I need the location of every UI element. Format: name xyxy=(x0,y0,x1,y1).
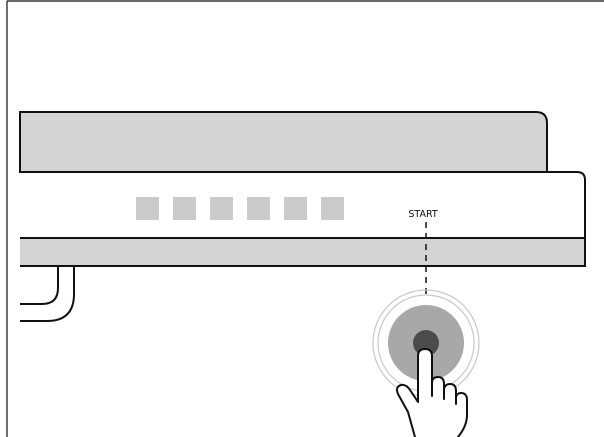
indicator-light xyxy=(284,197,307,220)
door-handle-inner xyxy=(20,266,75,322)
start-button-center[interactable] xyxy=(413,330,439,356)
start-label: START xyxy=(408,209,438,220)
upper-lid xyxy=(19,111,548,173)
indicator-light xyxy=(210,197,233,220)
indicator-light xyxy=(173,197,196,220)
hand-pointer-icon xyxy=(396,348,468,437)
indicator-lights xyxy=(136,197,344,220)
indicator-light xyxy=(136,197,159,220)
indicator-light xyxy=(247,197,270,220)
indicator-light xyxy=(321,197,344,220)
door-strip xyxy=(20,237,586,267)
door-handle xyxy=(20,266,59,305)
